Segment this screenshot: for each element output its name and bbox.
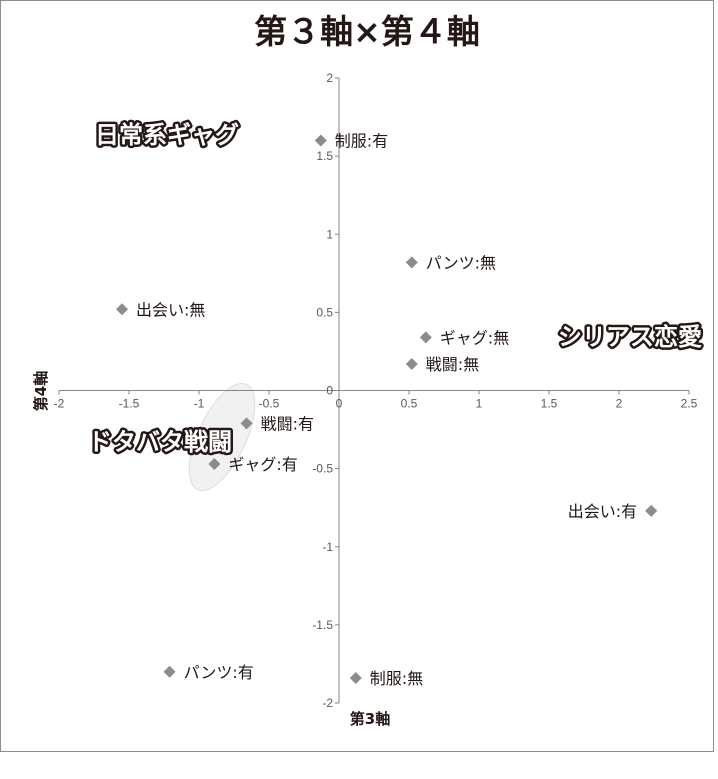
data-point-marker xyxy=(208,457,221,470)
data-point-label: ギャグ:無 xyxy=(440,328,509,347)
annotation-daily-gag: 日常系ギャグ xyxy=(95,121,239,149)
y-tick-label: 0 xyxy=(326,384,333,398)
data-point-marker xyxy=(240,417,253,430)
data-point-label: パンツ:無 xyxy=(426,253,496,272)
x-tick-label: 2.5 xyxy=(681,397,698,411)
y-tick-label: -1 xyxy=(322,540,333,554)
data-point-label: 制服:無 xyxy=(370,669,423,688)
y-tick-label: -0.5 xyxy=(312,462,333,476)
y-tick-label: 1 xyxy=(326,227,333,241)
data-point-label: ギャグ:有 xyxy=(228,455,297,474)
y-tick-label: 1.5 xyxy=(316,149,333,163)
data-point-label: 出会い:無 xyxy=(136,300,205,319)
tick-labels: -2 -1.5 -1 -0.5 0 0.5 1 1.5 2 2.5 -2 -1.5 -1 -0.5 0 0.5… xyxy=(54,71,698,710)
annotation-slapstick-battle: ドタバタ戦闘 xyxy=(88,428,232,456)
x-tick-label: 0.5 xyxy=(401,397,418,411)
x-axis-title: 第3軸 xyxy=(350,710,390,728)
data-point-marker xyxy=(314,134,327,147)
x-tick-label: -1.5 xyxy=(119,397,140,411)
cluster-highlight xyxy=(188,382,256,492)
y-tick-label: -2 xyxy=(322,696,333,710)
data-points xyxy=(116,134,658,684)
data-point-label: 制服:有 xyxy=(335,132,388,151)
data-point-marker xyxy=(349,672,362,684)
point-labels: 制服:有パンツ:無出会い:無ギャグ:無戦闘:無戦闘:有ギャグ:有出会い:有パンツ… xyxy=(136,132,637,689)
data-point-marker xyxy=(645,504,658,517)
data-point-label: 出会い:有 xyxy=(568,502,637,521)
data-point-marker xyxy=(405,357,418,370)
data-point-label: 戦闘:有 xyxy=(261,414,314,433)
x-tick-label: 2 xyxy=(616,397,623,411)
annotation-serious-romance: シリアス恋愛 xyxy=(558,323,702,351)
y-axis-title: 第4軸 xyxy=(32,371,50,411)
data-point-label: 戦闘:無 xyxy=(426,355,479,374)
x-tick-label: 0 xyxy=(336,397,343,411)
x-tick-label: 1 xyxy=(476,397,483,411)
data-point-marker xyxy=(419,331,432,344)
data-point-label: パンツ:有 xyxy=(184,663,254,682)
axes xyxy=(58,77,690,704)
chart-title: 第３軸×第４軸 xyxy=(254,12,480,51)
chart-frame xyxy=(0,0,714,752)
data-point-marker xyxy=(163,665,176,678)
data-point-marker xyxy=(405,256,418,269)
y-tick-label: 2 xyxy=(326,71,333,85)
x-tick-label: -0.5 xyxy=(259,397,280,411)
x-tick-label: 1.5 xyxy=(541,397,558,411)
bottom-edge xyxy=(0,764,718,779)
data-point-marker xyxy=(116,303,128,316)
y-tick-label: 0.5 xyxy=(316,305,333,319)
y-tick-label: -1.5 xyxy=(312,618,333,632)
x-tick-label: -1 xyxy=(194,397,205,411)
x-tick-label: -2 xyxy=(54,397,65,411)
